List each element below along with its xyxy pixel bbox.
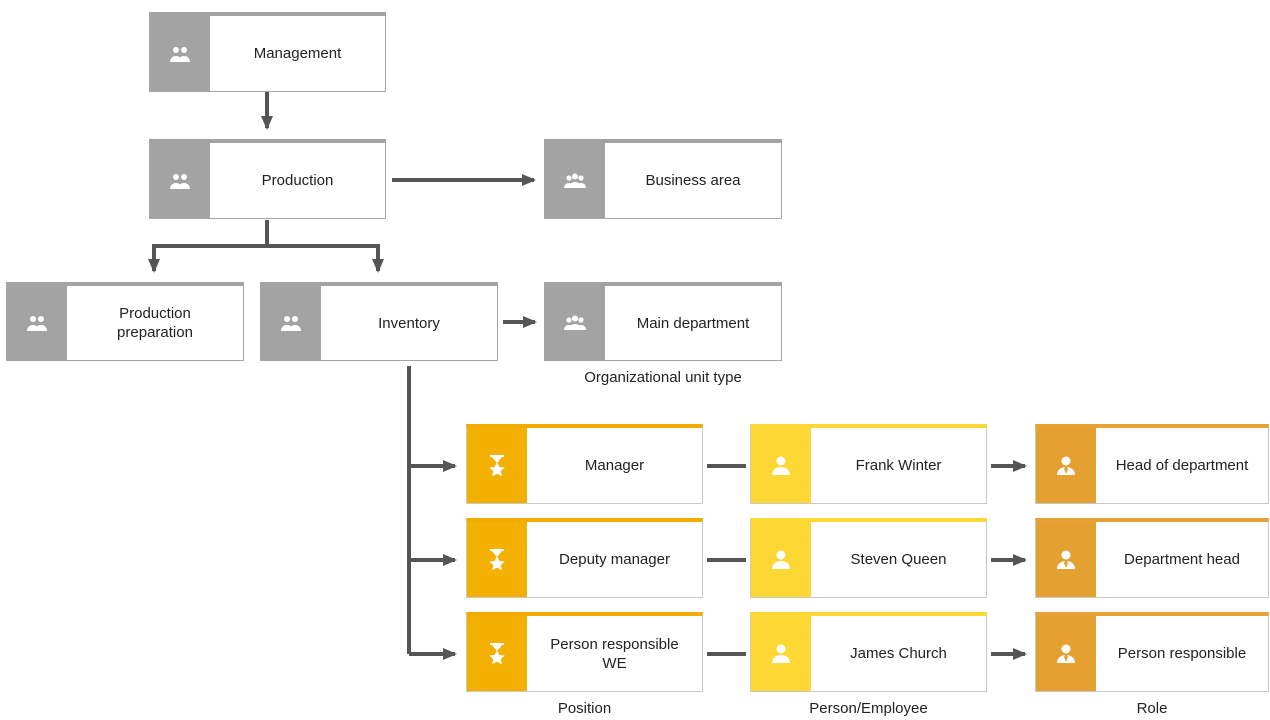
node-label: Inventory (378, 314, 440, 332)
caption-role: Role (1136, 700, 1168, 717)
hourglass-star-icon (467, 522, 527, 597)
node-label: Frank Winter (855, 457, 942, 474)
node-label: Deputy manager (559, 551, 670, 568)
caption-position: Position (557, 700, 612, 717)
person-tie-icon (1036, 428, 1096, 503)
node-person-responsible[interactable]: Person responsible (1035, 612, 1269, 692)
node-label: Business area (645, 172, 741, 189)
person-icon (751, 616, 811, 691)
node-label: Person responsible WE (550, 635, 679, 672)
person-icon (751, 522, 811, 597)
node-label: Head of department (1115, 457, 1249, 474)
caption-person-employee: Person/Employee (809, 700, 928, 717)
node-label: Steven Queen (850, 551, 947, 568)
node-frank-winter[interactable]: Frank Winter (750, 424, 987, 504)
node-james-church[interactable]: James Church (750, 612, 987, 692)
node-label: Manager (584, 457, 645, 474)
node-production-preparation[interactable]: Production preparation (6, 282, 244, 361)
people-group-icon (261, 286, 321, 360)
people-group-icon (545, 286, 605, 360)
node-label: Production preparation (117, 305, 193, 341)
node-label: Person responsible (1117, 645, 1247, 662)
node-label: Department head (1124, 551, 1240, 568)
node-label: Main department (636, 314, 750, 332)
node-manager[interactable]: Manager (466, 424, 703, 504)
hourglass-star-icon (467, 616, 527, 691)
node-person-responsible-we[interactable]: Person responsible WE (466, 612, 703, 692)
node-department-head[interactable]: Department head (1035, 518, 1269, 598)
arrow-production-inventory (267, 244, 384, 273)
hourglass-star-icon (467, 428, 527, 503)
people-group-icon (545, 143, 605, 218)
node-label: Management (253, 45, 342, 62)
person-icon (751, 428, 811, 503)
node-steven-queen[interactable]: Steven Queen (750, 518, 987, 598)
caption-org-unit-type: Organizational unit type (584, 369, 742, 386)
people-group-icon (150, 16, 210, 91)
node-inventory[interactable]: Inventory (260, 282, 498, 361)
node-deputy-manager[interactable]: Deputy manager (466, 518, 703, 598)
person-tie-icon (1036, 522, 1096, 597)
node-business-area[interactable]: Business area (544, 139, 782, 219)
node-main-department[interactable]: Main department (544, 282, 782, 361)
node-management[interactable]: Management (149, 12, 386, 92)
node-production[interactable]: Production (149, 139, 386, 219)
node-label: Production (261, 172, 334, 189)
people-group-icon (150, 143, 210, 218)
node-head-of-department[interactable]: Head of department (1035, 424, 1269, 504)
node-label: James Church (850, 645, 947, 662)
line-production-split (152, 220, 269, 268)
person-tie-icon (1036, 616, 1096, 691)
people-group-icon (7, 286, 67, 360)
